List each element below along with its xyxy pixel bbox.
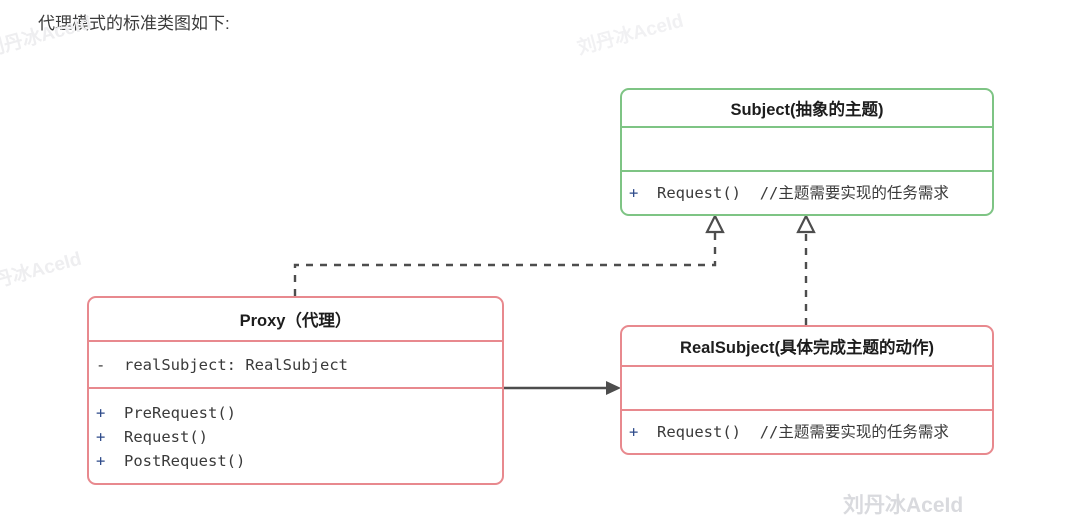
visibility-marker: + — [629, 423, 639, 441]
class-box-proxy[interactable]: Proxy（代理） - realSubject: RealSubject + P… — [87, 296, 504, 485]
method-row: + PostRequest() — [96, 449, 502, 473]
class-box-realsubject[interactable]: RealSubject(具体完成主题的动作) + Request() //主题需… — [620, 325, 994, 455]
relation-proxy-uses-realsubject — [504, 381, 621, 395]
method-row: + Request() //主题需要实现的任务需求 — [629, 420, 992, 444]
class-title-proxy: Proxy（代理） — [89, 298, 502, 342]
relation-proxy-realizes-subject — [293, 213, 725, 296]
class-methods-subject: + Request() //主题需要实现的任务需求 — [622, 172, 992, 214]
visibility-marker: + — [96, 404, 106, 422]
visibility-marker: + — [629, 184, 639, 202]
attribute-signature: realSubject: RealSubject — [114, 355, 348, 374]
class-attributes-subject — [622, 128, 992, 172]
relation-realsubject-realizes-subject — [796, 213, 816, 325]
class-attributes-proxy: - realSubject: RealSubject — [89, 342, 502, 389]
method-row: + Request() — [96, 425, 502, 449]
class-title-subject: Subject(抽象的主题) — [622, 90, 992, 128]
class-methods-proxy: + PreRequest() + Request() + PostRequest… — [89, 389, 502, 483]
method-row: + PreRequest() — [96, 401, 502, 425]
visibility-marker: + — [96, 452, 106, 470]
class-box-subject[interactable]: Subject(抽象的主题) + Request() //主题需要实现的任务需求 — [620, 88, 994, 216]
class-methods-realsubject: + Request() //主题需要实现的任务需求 — [622, 411, 992, 453]
method-signature: Request() — [114, 428, 209, 446]
method-row: + Request() //主题需要实现的任务需求 — [629, 181, 992, 205]
class-title-realsubject: RealSubject(具体完成主题的动作) — [622, 327, 992, 367]
visibility-marker: + — [96, 428, 106, 446]
class-attributes-realsubject — [622, 367, 992, 411]
method-comment: //主题需要实现的任务需求 — [750, 184, 949, 202]
watermark-main: 刘丹冰AceId — [843, 494, 964, 517]
watermark-left-lower: 刘丹冰AceId — [0, 248, 84, 298]
watermark-top: 刘丹冰AceId — [575, 10, 686, 60]
method-comment: //主题需要实现的任务需求 — [750, 423, 949, 441]
page-title: 代理模式的标准类图如下: — [38, 14, 230, 33]
method-signature: Request() — [647, 423, 742, 441]
attribute-row: - realSubject: RealSubject — [96, 353, 502, 377]
method-signature: Request() — [647, 184, 742, 202]
method-signature: PreRequest() — [114, 404, 237, 422]
method-signature: PostRequest() — [114, 452, 246, 470]
visibility-marker: - — [96, 355, 106, 374]
